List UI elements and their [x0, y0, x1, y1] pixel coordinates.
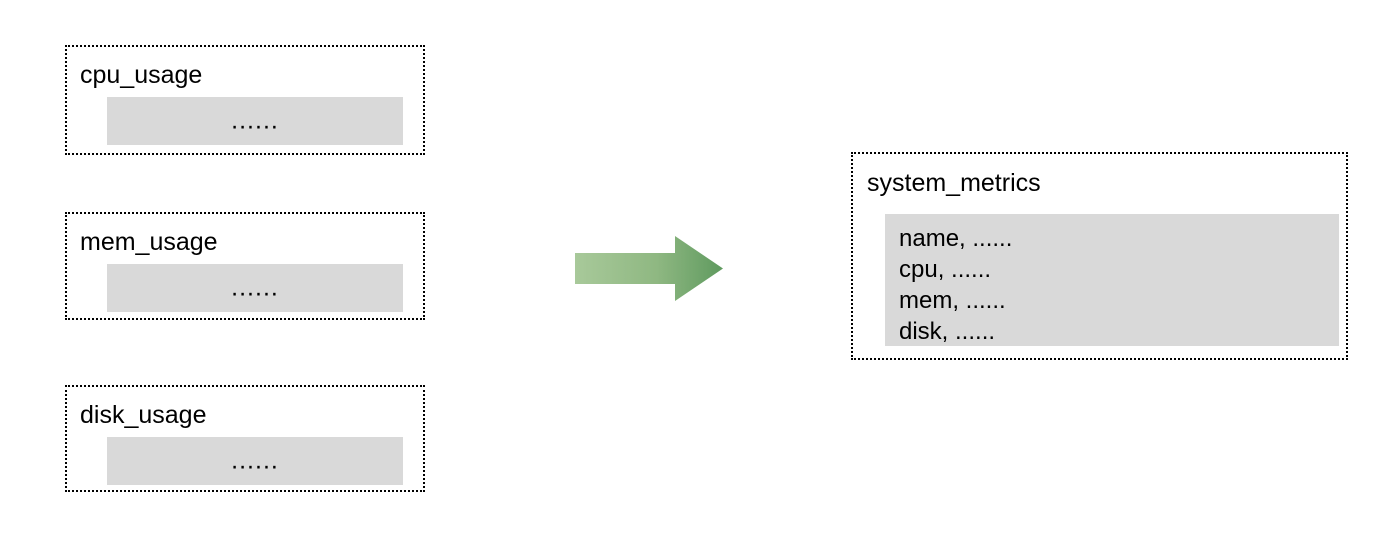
source-node-title: mem_usage	[80, 228, 218, 256]
right-arrow-icon	[575, 236, 723, 301]
target-field-row: cpu, ......	[899, 256, 992, 283]
target-field-row: name, ......	[899, 225, 1013, 252]
target-field-row: disk, ......	[899, 318, 996, 345]
source-node-mem-usage[interactable]: mem_usage ......	[65, 212, 425, 320]
source-node-body-panel: ......	[107, 437, 403, 485]
source-node-ellipsis: ......	[231, 446, 279, 475]
target-field-row: mem, ......	[899, 287, 1006, 314]
target-node-system-metrics[interactable]: system_metrics name, ...... cpu, ...... …	[851, 152, 1348, 360]
source-node-cpu-usage[interactable]: cpu_usage ......	[65, 45, 425, 155]
source-node-title: disk_usage	[80, 401, 207, 429]
target-node-field-panel: name, ...... cpu, ...... mem, ...... dis…	[885, 214, 1339, 346]
source-node-disk-usage[interactable]: disk_usage ......	[65, 385, 425, 492]
source-node-ellipsis: ......	[231, 106, 279, 135]
source-node-body-panel: ......	[107, 264, 403, 312]
target-node-title: system_metrics	[867, 169, 1041, 197]
source-node-ellipsis: ......	[231, 273, 279, 302]
source-node-title: cpu_usage	[80, 61, 203, 89]
source-node-body-panel: ......	[107, 97, 403, 145]
